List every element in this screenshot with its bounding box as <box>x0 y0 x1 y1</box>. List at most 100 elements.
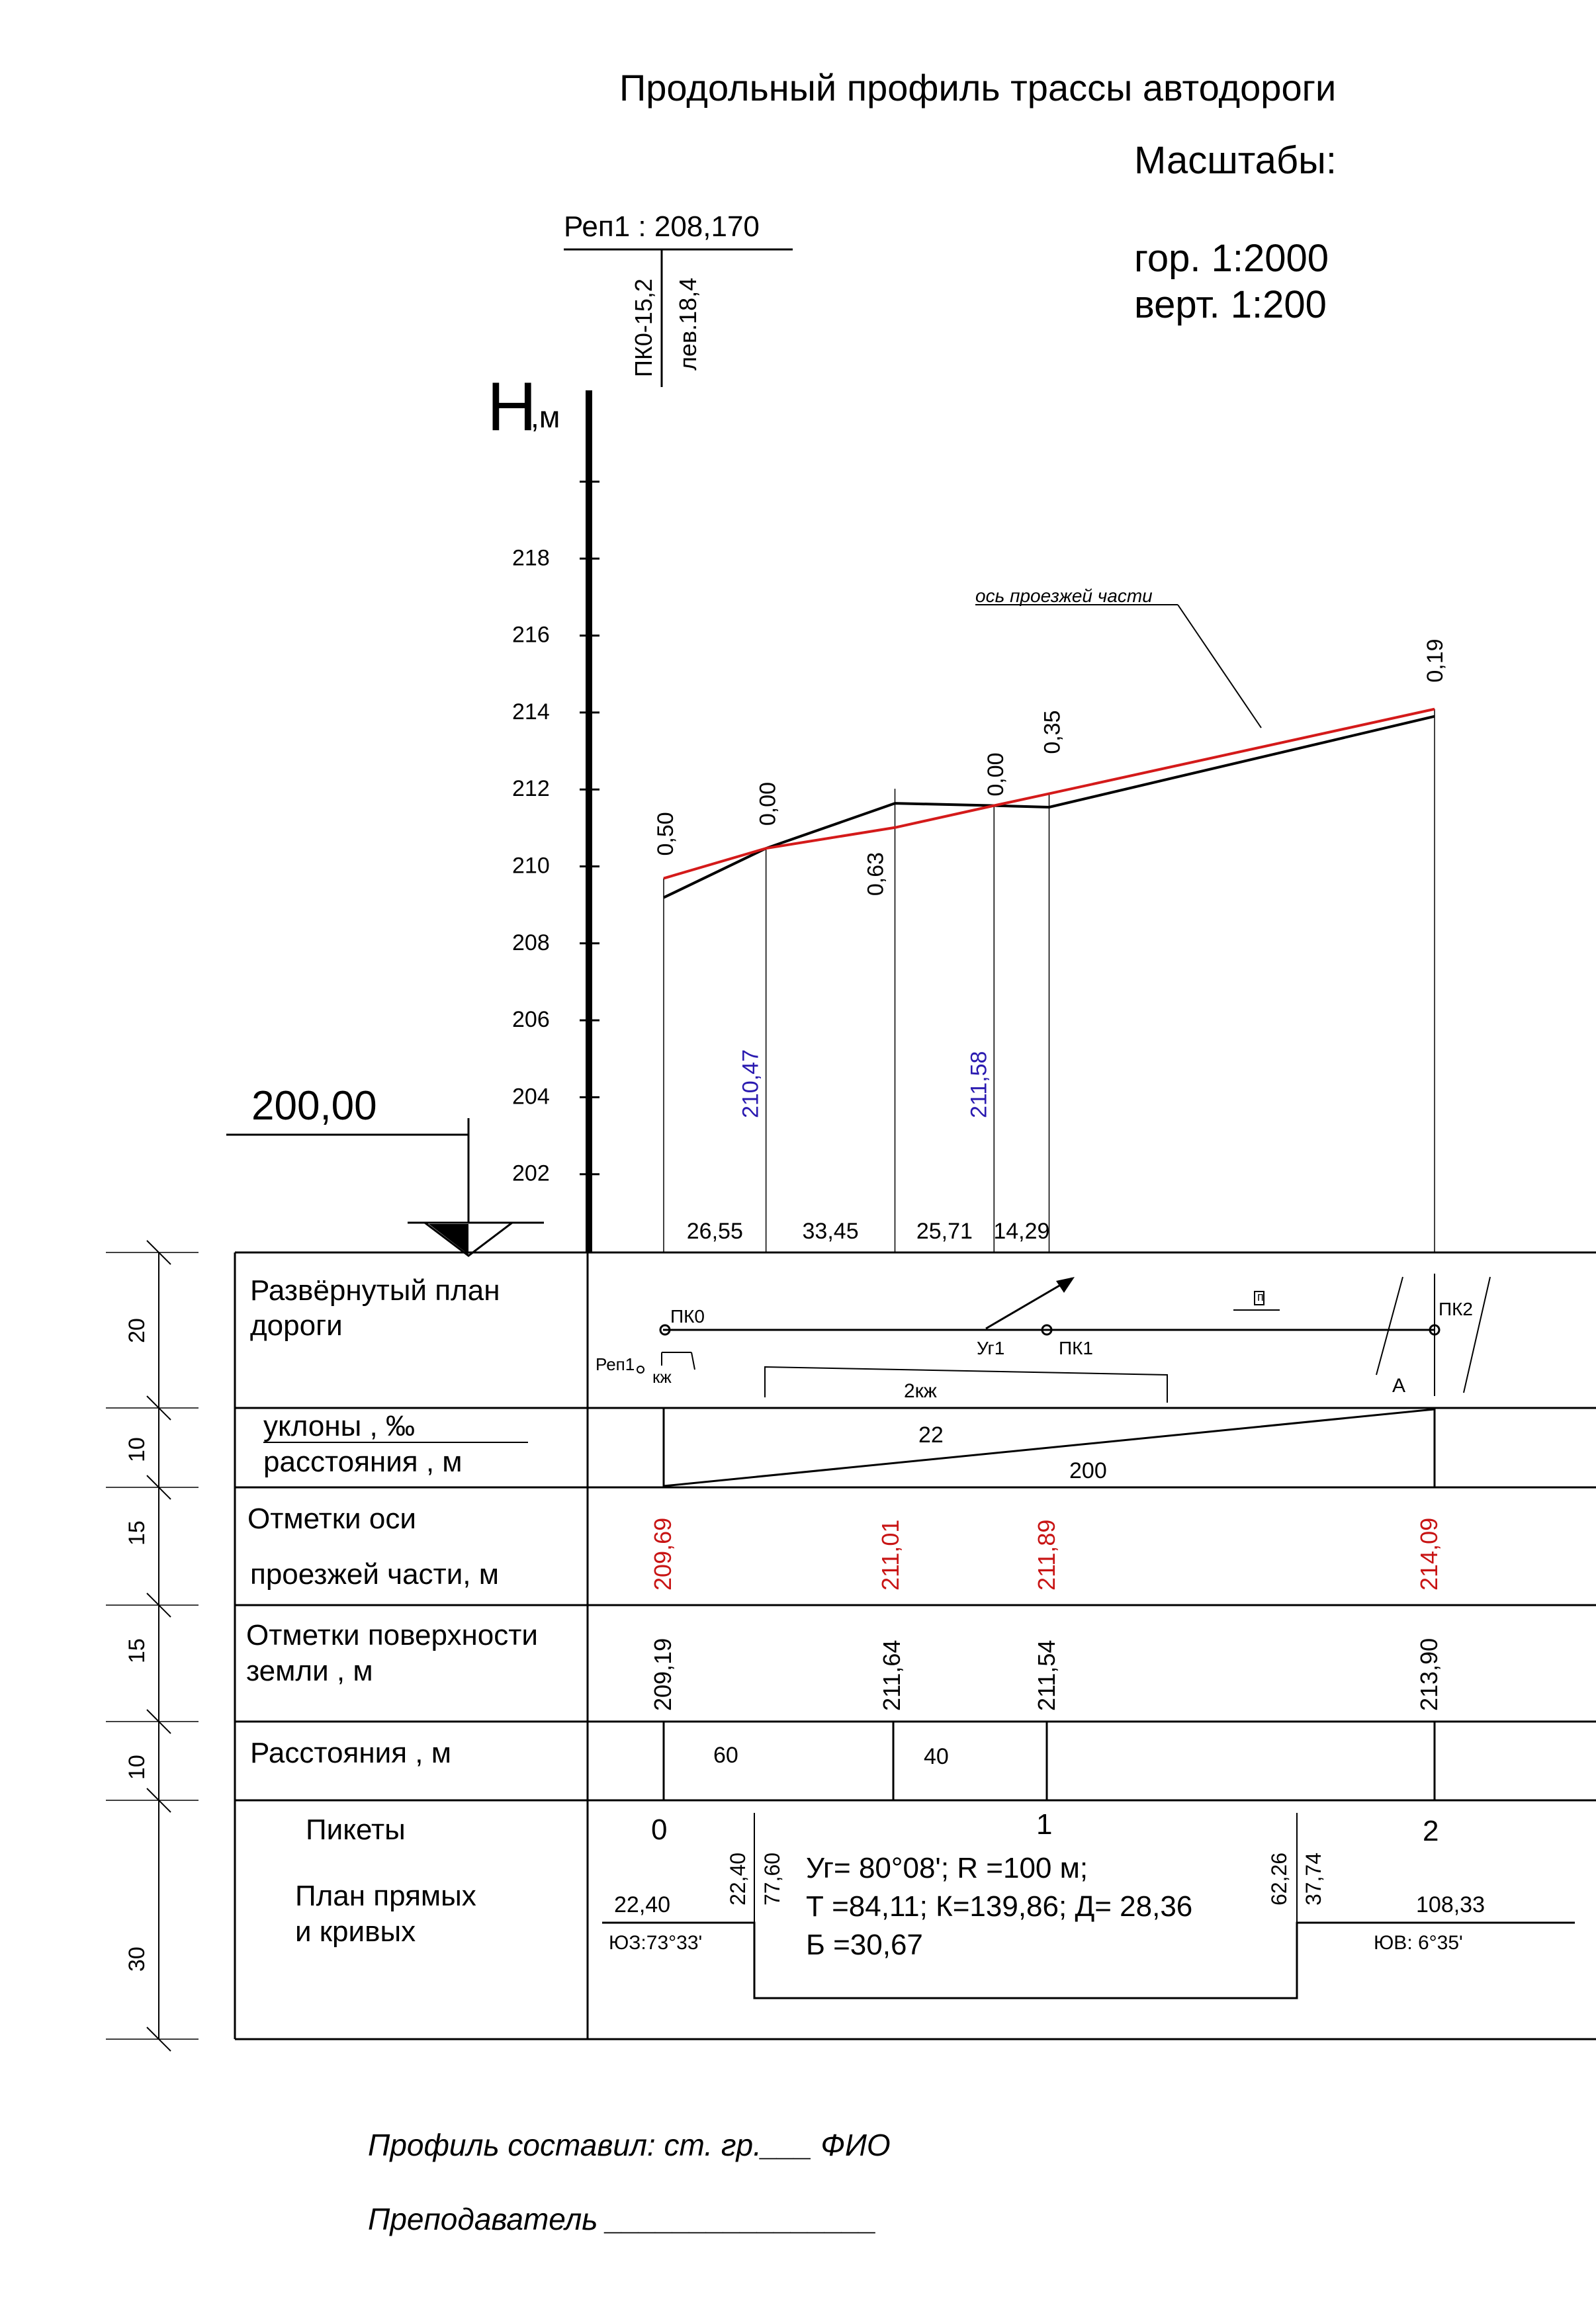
distances-row: 60 40 <box>662 1722 1436 1800</box>
row-label-curves-1: План прямых <box>295 1880 476 1912</box>
curve-end-b: 37,74 <box>1302 1853 1325 1905</box>
sign-left-line <box>1376 1276 1403 1376</box>
slope-distance: 200 <box>1069 1458 1107 1483</box>
height-dimension-ticks <box>106 1240 199 2052</box>
row-height-distances: 10 <box>124 1755 150 1780</box>
rep1-bracket <box>661 1352 695 1370</box>
row-height-ground: 15 <box>124 1638 150 1663</box>
working-mark: 0,63 <box>864 852 889 896</box>
segment-length: 25,71 <box>916 1219 973 1244</box>
slope-value: 22 <box>918 1423 944 1448</box>
curve-params-2: Т =84,11; К=139,86; Д= 28,36 <box>806 1890 1192 1923</box>
axis-tick-label: 208 <box>512 930 550 955</box>
axis-tick-label: 216 <box>512 623 550 648</box>
ground-elevation: 211,54 <box>1033 1640 1060 1711</box>
ground-elevation: 209,19 <box>649 1638 676 1711</box>
datum-label: 200,00 <box>251 1083 377 1129</box>
benchmark-label: Реп1 : 208,170 <box>564 210 760 243</box>
angle-arrow-icon <box>1056 1277 1075 1293</box>
ground-elevation: 213,90 <box>1415 1638 1442 1711</box>
axis-tick-label: 218 <box>512 545 550 570</box>
sign-right-line <box>1463 1276 1491 1393</box>
plan-a-label: А <box>1392 1375 1405 1397</box>
slope-diagonal <box>663 1408 1435 1487</box>
row-label-design-2: проезжей части, м <box>250 1558 499 1591</box>
design-axis-line <box>663 707 1435 880</box>
curve-start-b: 77,60 <box>760 1853 784 1905</box>
curve-params-1: Уг= 80°08'; R =100 м; <box>806 1852 1088 1884</box>
leader-pointer <box>1177 604 1262 728</box>
ground-surface-line <box>663 715 1435 899</box>
plan-kzh-label: кж <box>652 1367 672 1387</box>
axis-tick-label: 212 <box>512 776 550 801</box>
ground-elevations: 209,19 211,64 211,54 213,90 <box>649 1638 1442 1711</box>
design-elevation: 214,09 <box>1415 1518 1442 1591</box>
ground-elevation: 211,64 <box>878 1640 905 1711</box>
plan-kzh2-label: 2кж <box>904 1380 937 1402</box>
axis-tick-label: 202 <box>512 1161 550 1186</box>
working-mark: 0,00 <box>983 752 1008 796</box>
segment-length: 26,55 <box>687 1219 743 1244</box>
picket-number: 2 <box>1423 1815 1439 1847</box>
row-label-plan-2: дороги <box>250 1309 343 1342</box>
segment-length: 33,45 <box>803 1219 859 1244</box>
segment-length: 14,29 <box>993 1219 1049 1244</box>
row-height-curves: 30 <box>124 1947 150 1972</box>
plan-rep1-label: Реп1 <box>596 1354 635 1374</box>
plan-row: ПК0 ПК1 ПК2 Уг1 Реп1 кж 2кж А п <box>596 1274 1491 1403</box>
row-height-plan: 20 <box>124 1318 150 1343</box>
leader-label: ось проезжей части <box>975 586 1153 606</box>
axis-tick-label: 206 <box>512 1007 550 1032</box>
left-tangent-bearing: ЮЗ:73°33' <box>609 1932 702 1954</box>
right-tangent-bearing: ЮВ: 6°35' <box>1374 1932 1463 1954</box>
left-tangent-length: 22,40 <box>614 1892 670 1917</box>
axis-tick-label: 214 <box>512 699 550 724</box>
rep1-mark <box>637 1366 644 1374</box>
row-label-plan-1: Развёрнутый план <box>250 1274 500 1307</box>
row-label-distances: Расстояния , м <box>250 1737 451 1769</box>
design-elevation: 211,89 <box>1033 1520 1060 1591</box>
row-label-ground-1: Отметки поверхности <box>246 1619 538 1651</box>
row-label-slopes-1: уклоны , ‰ <box>263 1410 415 1442</box>
pk1-station-mark <box>1041 1324 1053 1336</box>
axis-tick-label: 204 <box>512 1084 550 1109</box>
distance-value: 40 <box>924 1744 949 1769</box>
working-mark: 0,19 <box>1423 638 1448 682</box>
footer-teacher: Преподаватель ________________ <box>368 2202 877 2236</box>
working-mark: 0,35 <box>1040 710 1065 754</box>
axis-tick-label: 210 <box>512 854 550 879</box>
row-label-slopes-2: расстояния , м <box>263 1446 463 1478</box>
benchmark-offset: лев.18,4 <box>674 278 701 371</box>
slopes-row: 22 200 <box>662 1408 1436 1487</box>
working-mark: 0,50 <box>653 812 678 855</box>
bridge-bracket <box>764 1366 1168 1403</box>
distance-value: 60 <box>713 1743 738 1768</box>
curve-start-a: 22,40 <box>726 1853 750 1905</box>
picket-number: 0 <box>651 1814 667 1846</box>
zero-point-mark: 211,58 <box>966 1051 991 1118</box>
profile-table <box>158 1251 1596 2040</box>
signal-icon <box>1254 1291 1264 1305</box>
angle-direction-line <box>985 1277 1073 1330</box>
datum-marker-fill <box>429 1224 468 1254</box>
pk0-station-mark <box>659 1324 671 1336</box>
scale-horizontal: гор. 1:2000 <box>1134 237 1329 280</box>
plan-ug1-label: Уг1 <box>977 1338 1004 1358</box>
benchmark-location: ПК0-15,2 <box>630 279 657 377</box>
row-label-pickets: Пикеты <box>306 1814 406 1846</box>
design-elevation: 209,69 <box>649 1518 676 1591</box>
picket-number: 1 <box>1036 1808 1052 1841</box>
curve-params-3: Б =30,67 <box>806 1929 923 1961</box>
axis-label-unit: ,м <box>531 400 560 434</box>
plan-n-label: п <box>1257 1290 1264 1303</box>
curves-row: 22,40 ЮЗ:73°33' 22,40 77,60 62,26 37,74 … <box>602 1813 1575 1999</box>
zero-point-mark: 210,47 <box>738 1049 764 1118</box>
design-elevations: 209,69 211,01 211,89 214,09 <box>649 1518 1442 1591</box>
axis-label-h: H <box>487 369 537 445</box>
plan-pk0-label: ПК0 <box>670 1306 705 1327</box>
curve-diagram-line <box>602 1921 1575 1999</box>
datum-marker-outline <box>424 1221 513 1257</box>
row-label-design-1: Отметки оси <box>247 1503 416 1535</box>
row-label-curves-2: и кривых <box>295 1915 416 1948</box>
